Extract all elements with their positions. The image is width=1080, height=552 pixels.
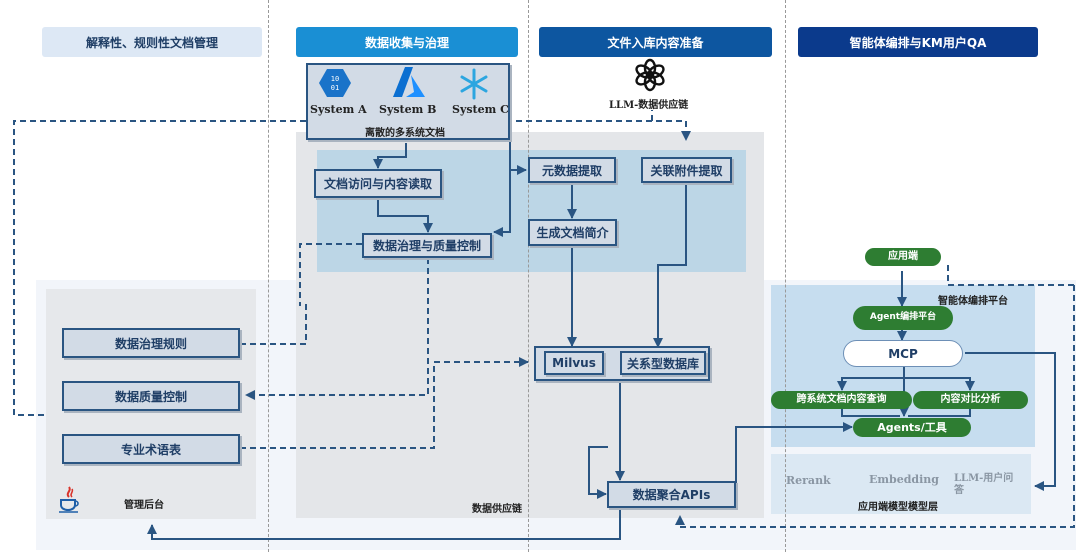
svg-text:10: 10	[331, 75, 339, 83]
aggregation-apis-box: 数据聚合APIs	[607, 481, 736, 508]
governance-qc-box: 数据治理与质量控制	[362, 233, 492, 258]
governance-rules-box: 数据治理规则	[62, 328, 240, 358]
agents-tools-node: Agents/工具	[853, 418, 971, 437]
metadata-extract-box: 元数据提取	[528, 157, 616, 183]
system-b-icon	[392, 66, 426, 98]
header-doc-management: 解释性、规则性文档管理	[42, 27, 262, 57]
svg-text:01: 01	[331, 84, 339, 92]
cross-system-query-node: 跨系统文档内容查询	[771, 391, 912, 409]
llm-qa-label: LLM-用户问答	[954, 473, 1014, 496]
agent-platform-node: Agent编排平台	[853, 306, 953, 330]
sources-caption: 离散的多系统文档	[365, 128, 445, 139]
content-compare-node: 内容对比分析	[913, 391, 1028, 409]
summary-gen-box: 生成文档简介	[528, 219, 617, 246]
embedding-label: Embedding	[869, 473, 939, 486]
divider-1	[268, 0, 269, 552]
quality-control-box: 数据质量控制	[62, 381, 240, 411]
app-end-node: 应用端	[865, 248, 941, 266]
model-layer-caption: 应用端模型模型层	[858, 502, 938, 513]
mcp-node: MCP	[843, 340, 963, 367]
llm-chain-label: LLM-数据供应链	[609, 100, 689, 111]
header-data-collection: 数据收集与治理	[296, 27, 518, 57]
system-c-icon	[458, 68, 490, 100]
admin-caption: 管理后台	[124, 500, 164, 511]
divider-3	[785, 0, 786, 552]
doc-access-box: 文档访问与内容读取	[314, 169, 442, 198]
system-c-label: System C	[452, 103, 509, 116]
relational-db-box: 关系型数据库	[620, 351, 706, 375]
openai-logo-icon	[633, 58, 667, 92]
header-agent-qa: 智能体编排与KM用户QA	[798, 27, 1038, 57]
glossary-box: 专业术语表	[62, 434, 240, 464]
model-layer-bg	[771, 454, 1031, 514]
supply-chain-caption: 数据供应链	[472, 504, 522, 515]
attachment-extract-box: 关联附件提取	[641, 157, 732, 183]
milvus-box: Milvus	[544, 351, 604, 375]
platform-title: 智能体编排平台	[938, 296, 1008, 307]
divider-2	[528, 0, 529, 552]
system-b-label: System B	[379, 103, 437, 116]
rerank-label: Rerank	[786, 474, 831, 487]
header-file-ingestion: 文件入库内容准备	[539, 27, 772, 57]
system-a-label: System A	[310, 103, 367, 116]
java-icon	[58, 485, 80, 513]
